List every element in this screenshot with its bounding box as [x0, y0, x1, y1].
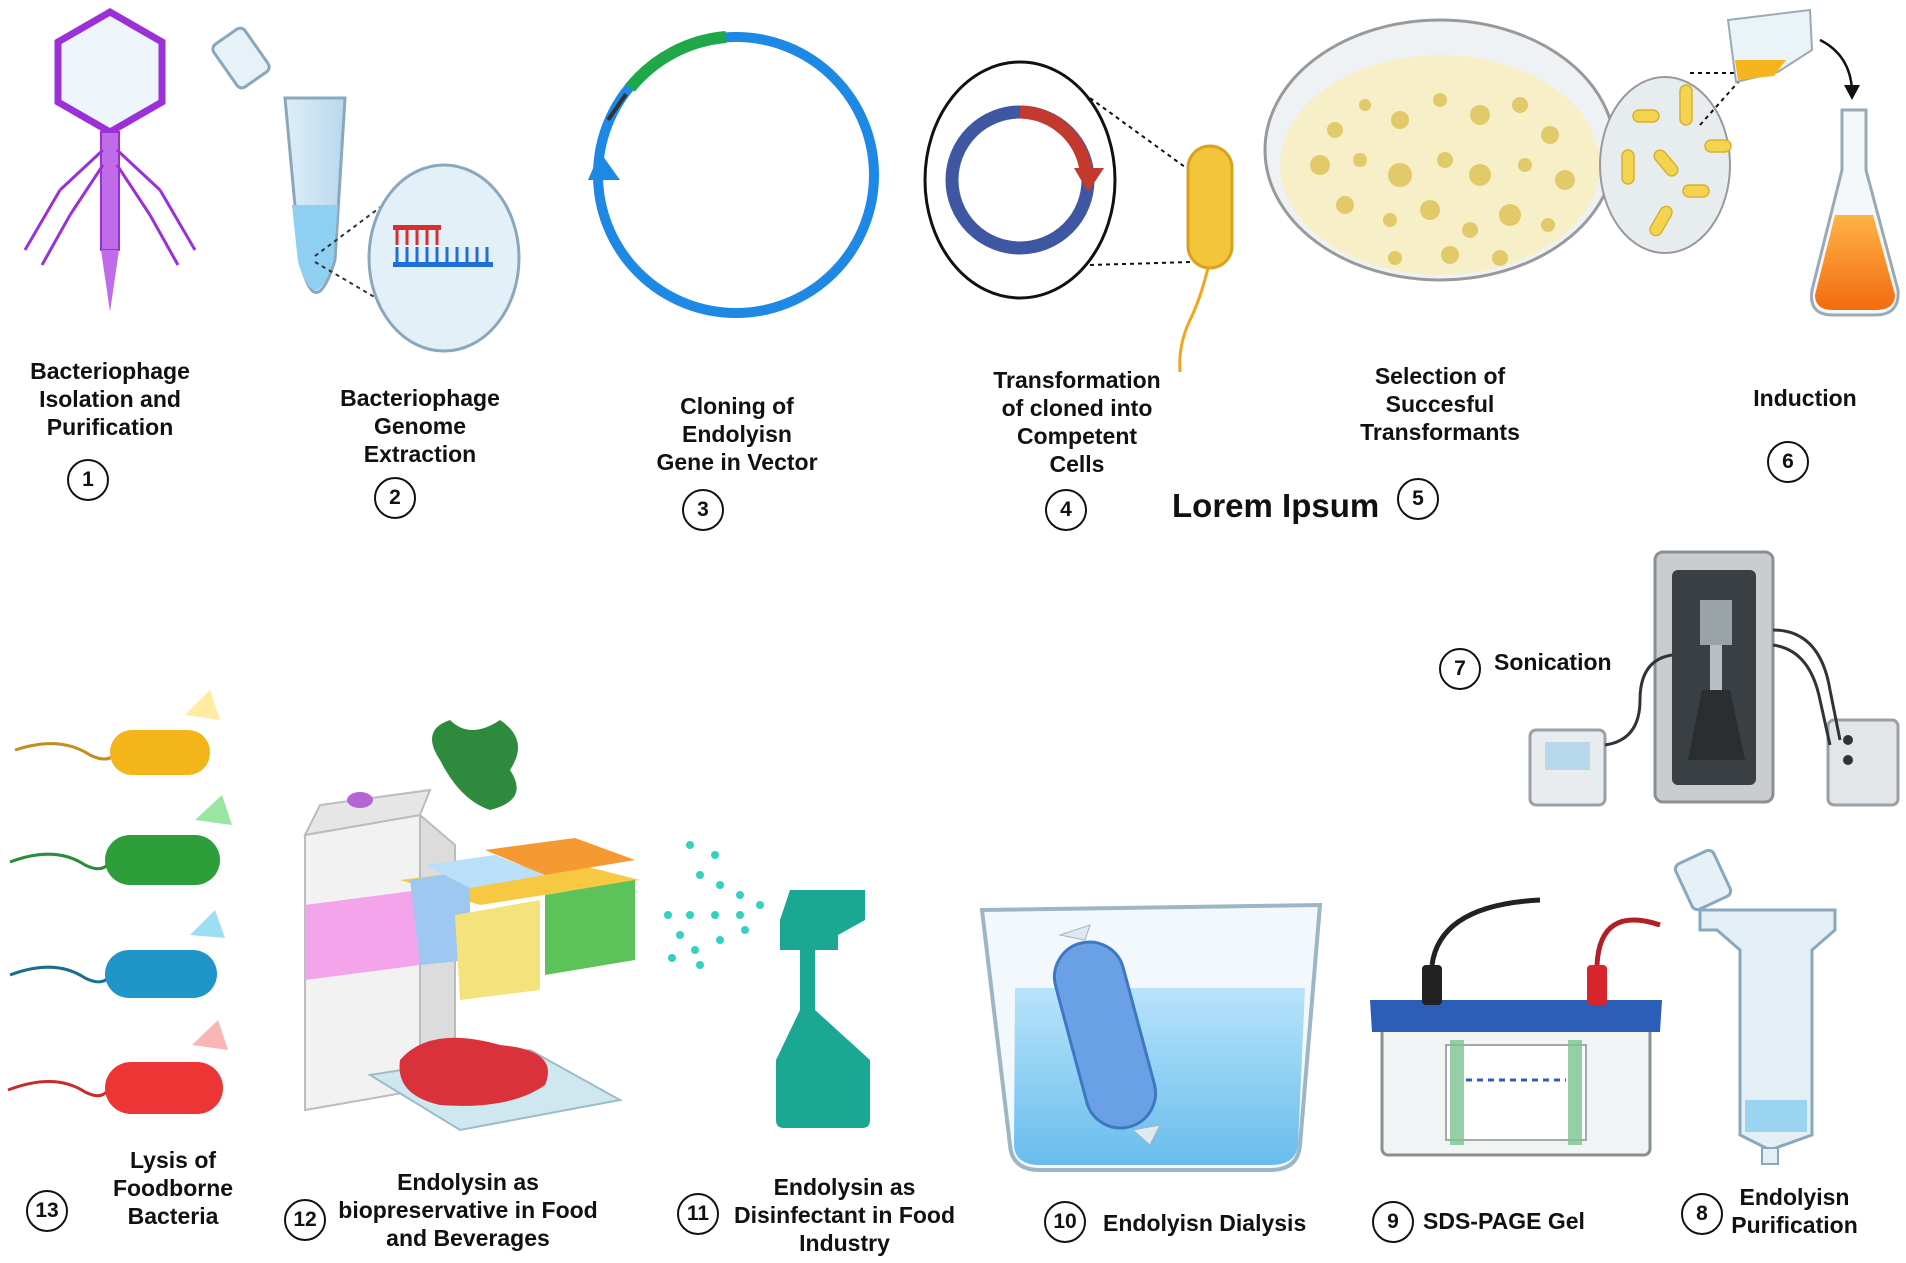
step-1-number: 1	[67, 459, 109, 501]
step-12-label: Endolysin as biopreservative in Food and…	[338, 1169, 598, 1251]
step-3-label: Cloning of Endolyisn Gene in Vector	[656, 393, 818, 475]
step-4-label: Transformation of cloned into Competent …	[993, 367, 1161, 477]
step-11-label: Endolysin as Disinfectant in Food Indust…	[733, 1174, 956, 1256]
step-2-label: Bacteriophage Genome Extraction	[340, 385, 500, 467]
sds-page-icon	[1370, 897, 1662, 1157]
step-13-label: Lysis of Foodborne Bacteria	[112, 1147, 234, 1229]
purification-column-icon	[1673, 848, 1837, 1165]
step-5-label: Selection of Succesful Transformants	[1360, 363, 1520, 445]
step-1-label: Bacteriophage Isolation and Purification	[30, 358, 190, 440]
step-9-number: 9	[1372, 1201, 1414, 1243]
lysing-bacteria-icon	[7, 690, 232, 1114]
step-6-number: 6	[1767, 441, 1809, 483]
transformation-icon	[923, 60, 1234, 373]
step-11-number: 11	[677, 1193, 719, 1235]
placeholder-caption: Lorem Ipsum	[1172, 487, 1380, 524]
step-10-number: 10	[1044, 1201, 1086, 1243]
step-13-number: 13	[26, 1190, 68, 1232]
dialysis-beaker-icon	[979, 902, 1323, 1172]
spray-bottle-icon	[664, 841, 870, 1128]
step-8-number: 8	[1681, 1193, 1723, 1235]
step-6-label: Induction	[1753, 385, 1857, 411]
step-12-number: 12	[284, 1199, 326, 1241]
yogurt-cups	[400, 838, 640, 1000]
step-8-label: Endolyisn Purification	[1731, 1184, 1858, 1238]
step-4-number: 4	[1045, 489, 1087, 531]
plasmid-icon	[588, 31, 879, 318]
step-9-label: SDS-PAGE Gel	[1423, 1208, 1585, 1234]
microtube-icon	[211, 26, 521, 353]
step-7-number: 7	[1439, 648, 1481, 690]
petri-dish-icon	[1263, 18, 1617, 282]
step-5-number: 5	[1397, 478, 1439, 520]
step-3-number: 3	[682, 489, 724, 531]
step-10-label: Endolyisn Dialysis	[1103, 1210, 1307, 1236]
food-beverages-icon	[303, 720, 640, 1132]
step-2-number: 2	[374, 477, 416, 519]
bacteriophage-icon	[23, 7, 197, 312]
step-7-label: Sonication	[1494, 649, 1612, 675]
sonicator-icon	[1528, 550, 1900, 807]
induction-icon	[1599, 8, 1900, 317]
